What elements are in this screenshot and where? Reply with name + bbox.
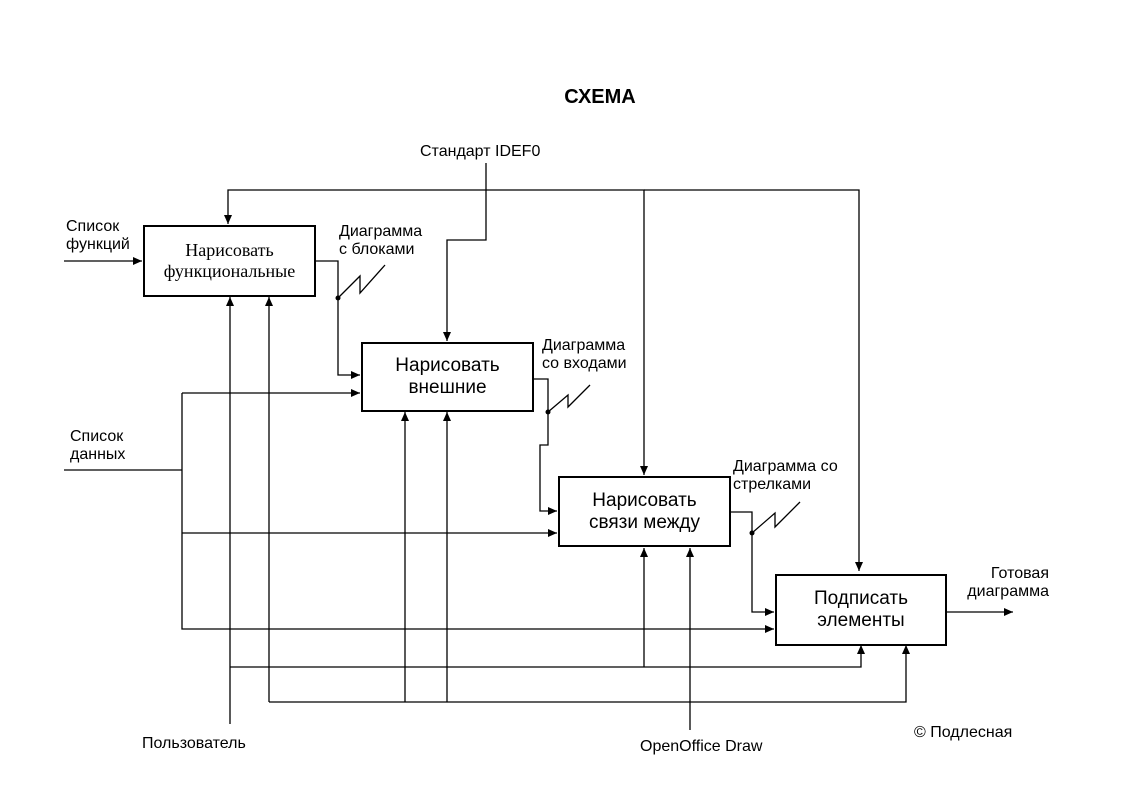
junction-dot (749, 530, 755, 536)
label-diagram-blocks-line1: Диаграмма (339, 223, 423, 240)
junction-dot (545, 409, 551, 415)
label-diagram-blocks-line2: с блоками (339, 241, 415, 258)
label-diagram-inputs-line2: со входами (542, 355, 627, 372)
label-diagram-inputs: Диаграмма со входами (542, 337, 627, 373)
label-ready-diagram: Готовая диаграмма (953, 565, 1049, 601)
label-functions-list: Список функций (66, 218, 130, 254)
activity-box-4-line1: Подписать (813, 588, 909, 609)
label-data-list-line1: Список (70, 428, 124, 445)
label-diagram-blocks: Диаграмма с блоками (339, 223, 422, 259)
label-functions-list-line2: функций (66, 236, 130, 253)
activity-box-3-line2: связи между (589, 511, 700, 533)
squiggle-b3 (751, 501, 801, 534)
label-diagram-arrows-line2: стрелками (733, 476, 812, 493)
label-copyright: © Подлесная (914, 724, 1013, 741)
output-line-b1 (315, 260, 360, 379)
activity-box-2-line1: Нарисовать (395, 355, 500, 376)
activity-box-3-line1: Нарисовать (592, 489, 697, 511)
activity-box-2: Нарисовать внешние (361, 342, 534, 412)
activity-box-4-line2: элементы (817, 610, 905, 631)
label-ready-diagram-line1: Готовая (990, 565, 1049, 582)
control-line-standard-b3 (486, 189, 648, 475)
control-line-standard-b4 (644, 189, 863, 571)
label-diagram-arrows-line1: Диаграмма со (733, 458, 838, 475)
junction-dot (335, 295, 341, 301)
label-diagram-inputs-line1: Диаграмма (542, 337, 626, 354)
output-line-b3 (730, 511, 774, 616)
activity-box-1: Нарисовать функциональные (143, 225, 316, 297)
activity-box-1-line1: Нарисовать (185, 240, 274, 260)
control-line-standard-b2 (443, 190, 487, 341)
diagram-title: СХЕМА (564, 86, 636, 108)
label-user: Пользователь (142, 735, 246, 752)
label-data-list: Список данных (70, 428, 125, 464)
mechanism-line-oo-bottom (269, 645, 910, 703)
activity-box-4: Подписать элементы (775, 574, 947, 646)
label-functions-list-line1: Список (66, 218, 120, 235)
squiggle-b1 (337, 264, 386, 299)
label-diagram-arrows: Диаграмма со стрелками (733, 458, 838, 494)
mechanism-line-user-b4 (230, 645, 865, 668)
output-line-b2 (533, 378, 557, 515)
label-ready-diagram-line2: диаграмма (967, 583, 1049, 600)
activity-box-2-line2: внешние (408, 377, 487, 398)
label-standard: Стандарт IDEF0 (420, 143, 541, 160)
activity-box-3: Нарисовать связи между (558, 476, 731, 547)
squiggle-b2 (547, 384, 591, 413)
label-data-list-line2: данных (70, 446, 126, 463)
activity-box-1-line2: функциональные (163, 261, 296, 281)
label-openoffice: OpenOffice Draw (640, 738, 763, 755)
control-line-standard (224, 163, 487, 224)
input-line-data-b2 (181, 393, 774, 633)
